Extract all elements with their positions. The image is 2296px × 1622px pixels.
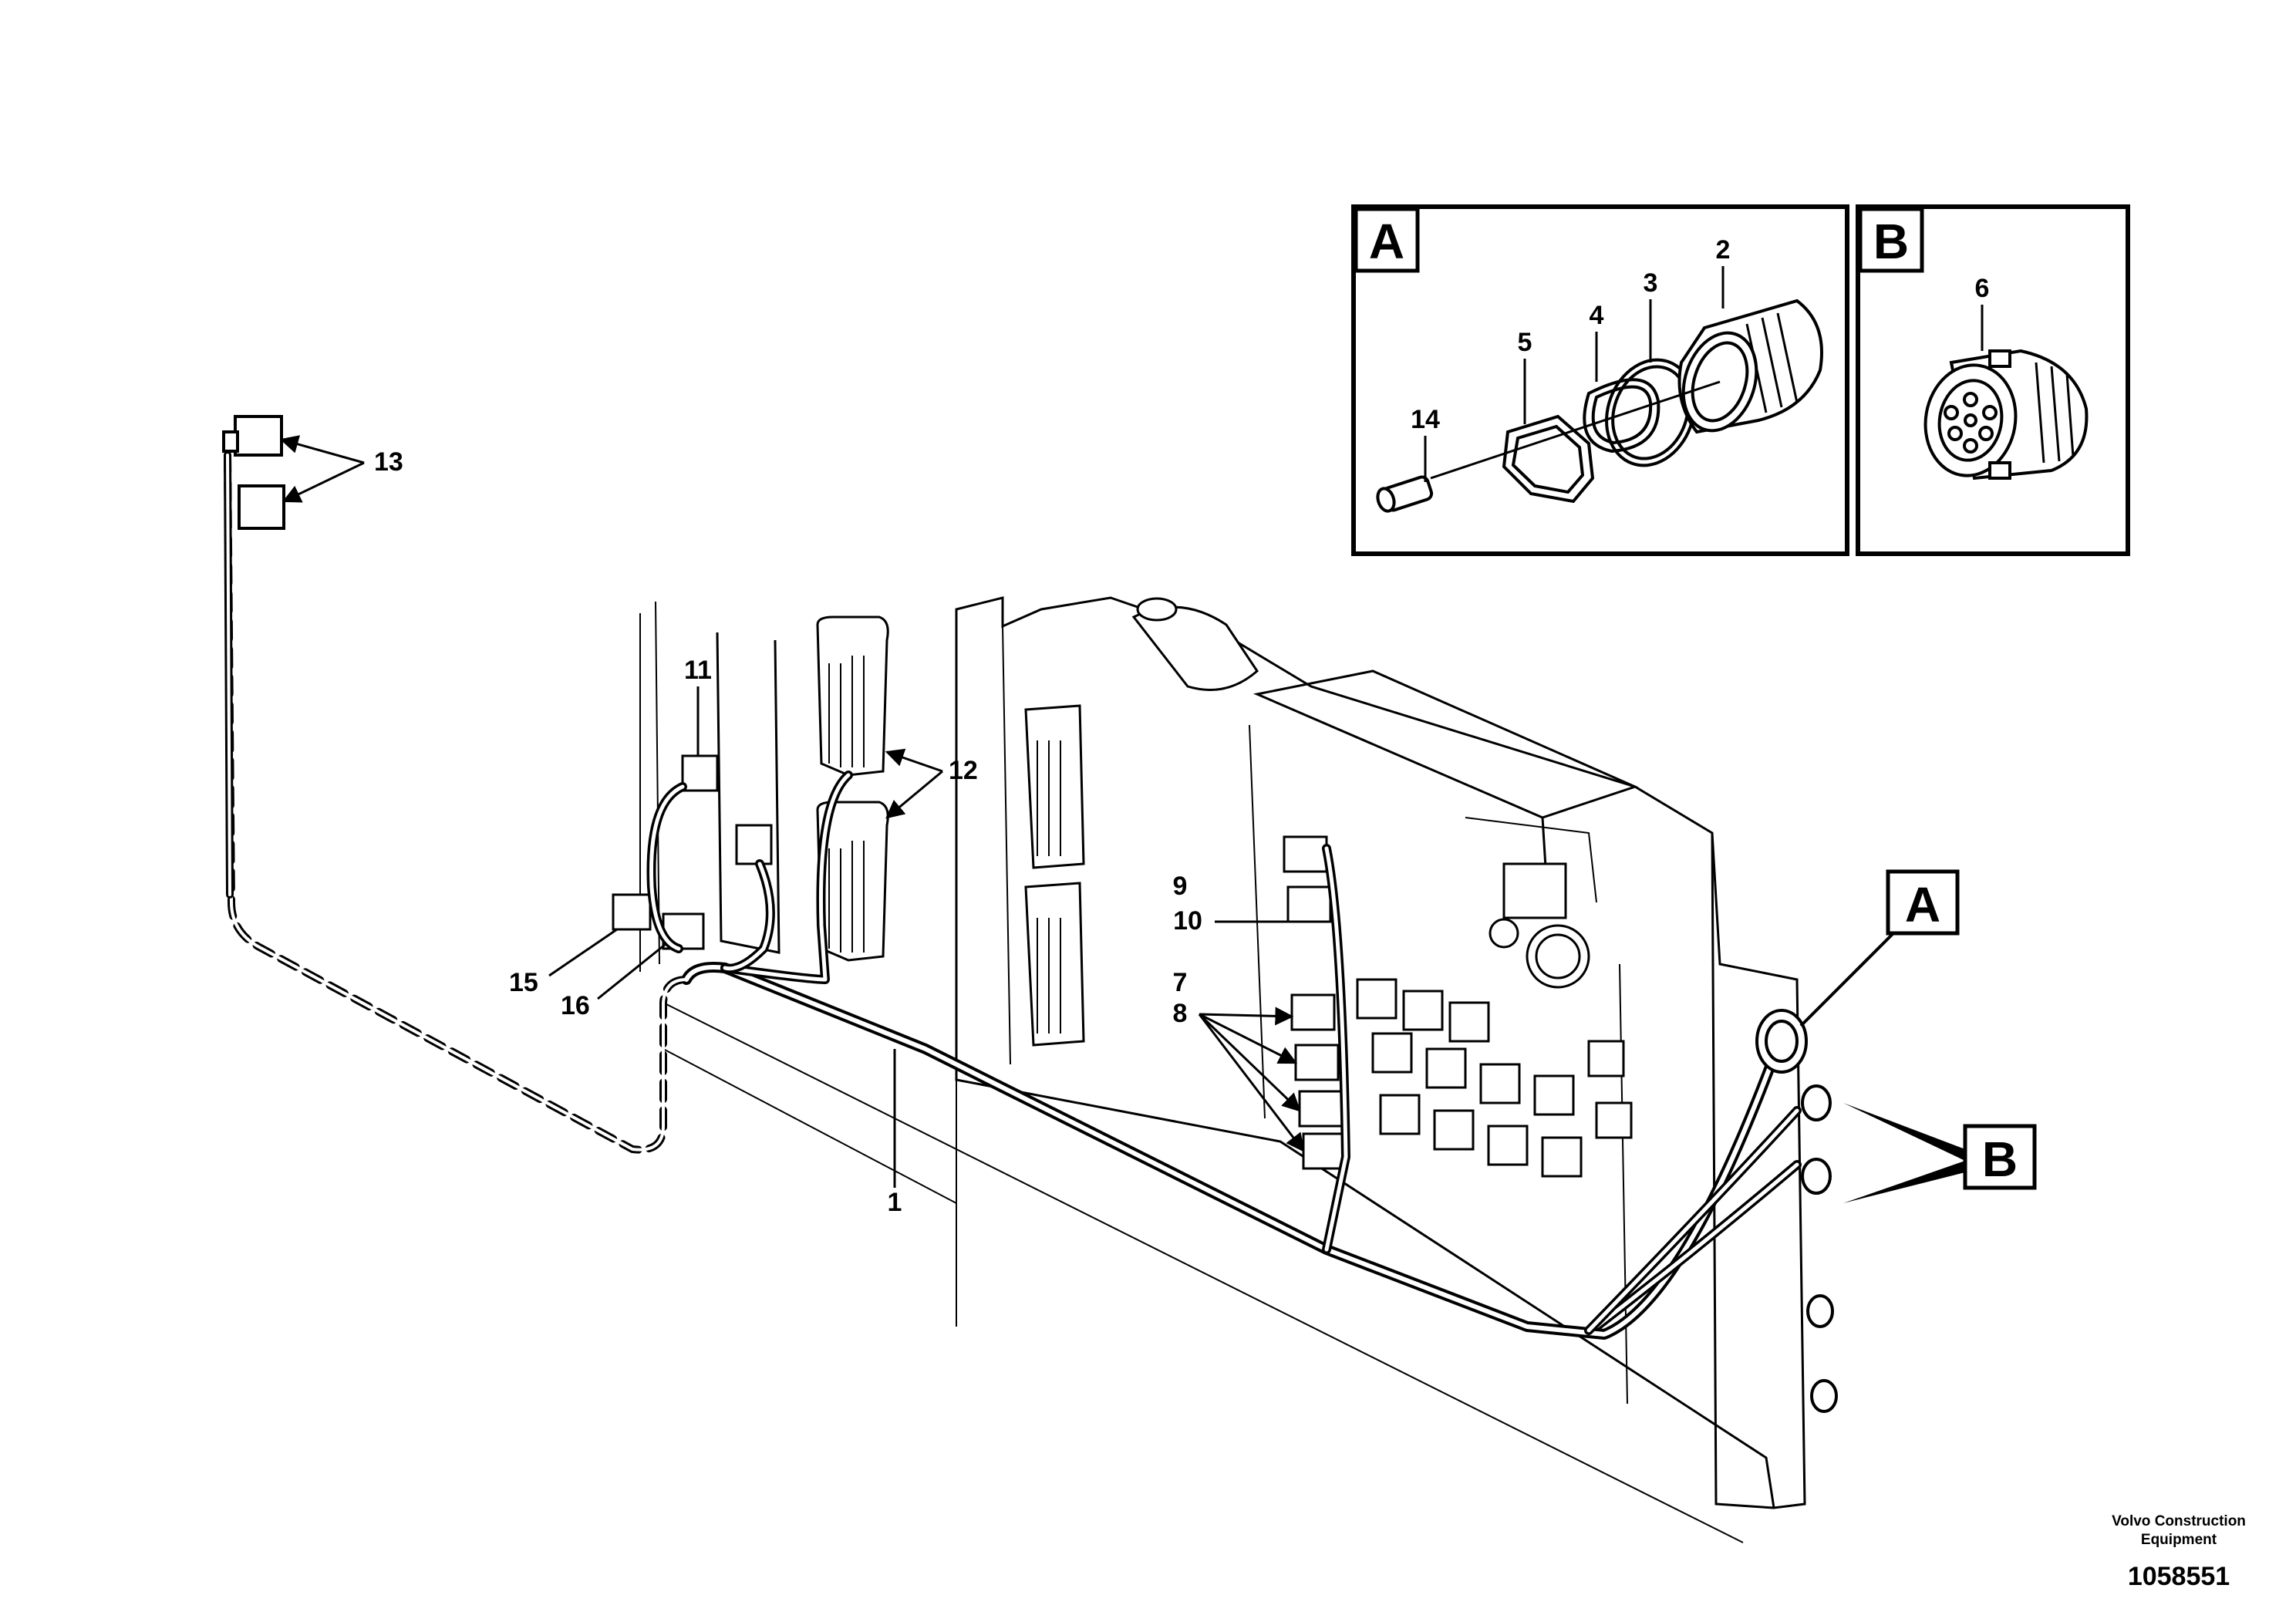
detail-a-letter: A — [1369, 214, 1404, 269]
detail-view-a: A 2 3 4 — [1351, 204, 1849, 556]
callout-3: 3 — [1644, 268, 1658, 298]
left-panel-connectors — [612, 754, 773, 950]
callout-5: 5 — [1518, 328, 1532, 357]
callout-9: 9 — [1173, 872, 1188, 901]
callout-16: 16 — [561, 991, 590, 1020]
callout-11: 11 — [684, 656, 712, 685]
callout-8: 8 — [1173, 999, 1188, 1028]
callout-7: 7 — [1173, 968, 1188, 997]
o-ring-part — [1605, 358, 1696, 467]
footer-brand: Volvo Construction Equipment 1058551 — [2112, 1513, 2246, 1591]
ecu-connector-upper — [816, 615, 889, 777]
ecu-connector-mid-upper — [1024, 704, 1085, 869]
callout-14: 14 — [1411, 405, 1440, 434]
relay-block — [1356, 862, 1633, 1178]
main-callouts: 13 11 12 15 16 1 9 10 7 8 — [279, 435, 1305, 1217]
detail-view-b: B 6 — [1856, 204, 2130, 556]
panel-sockets-b — [1801, 1084, 1838, 1413]
callout-1: 1 — [888, 1188, 902, 1217]
relay-pair-13 — [222, 415, 285, 530]
ecu-connector-lower — [816, 801, 889, 962]
callout-15: 15 — [509, 968, 538, 997]
electrical-panel — [639, 596, 1806, 1543]
brand-line-2: Equipment — [2141, 1532, 2217, 1548]
hex-nut-part — [1502, 414, 1595, 504]
detail-b-letter: B — [1873, 214, 1909, 269]
fuse-connector-column — [1283, 835, 1347, 1170]
drawing-number: 1058551 — [2128, 1562, 2230, 1591]
assembly-axis-line — [1430, 380, 1721, 480]
marker-a: A — [1799, 869, 1960, 1027]
callout-13: 13 — [374, 447, 403, 477]
brand-line-1: Volvo Construction — [2112, 1513, 2246, 1529]
marker-b: B — [1843, 1103, 2037, 1203]
callout-2: 2 — [1716, 235, 1731, 265]
callout-6: 6 — [1975, 274, 1990, 303]
callout-4: 4 — [1590, 301, 1604, 330]
bolt-part — [1376, 475, 1434, 513]
wiring-harness-1 — [224, 451, 1802, 1340]
marker-a-letter: A — [1905, 877, 1940, 932]
callout-12: 12 — [949, 756, 978, 785]
panel-gland-a — [1755, 1009, 1808, 1074]
round-connector-part — [1923, 349, 2089, 481]
callout-10: 10 — [1173, 906, 1202, 936]
ecu-connector-mid-lower — [1024, 882, 1085, 1047]
marker-b-letter: B — [1982, 1131, 2018, 1187]
seal-ring-part — [1583, 378, 1660, 454]
